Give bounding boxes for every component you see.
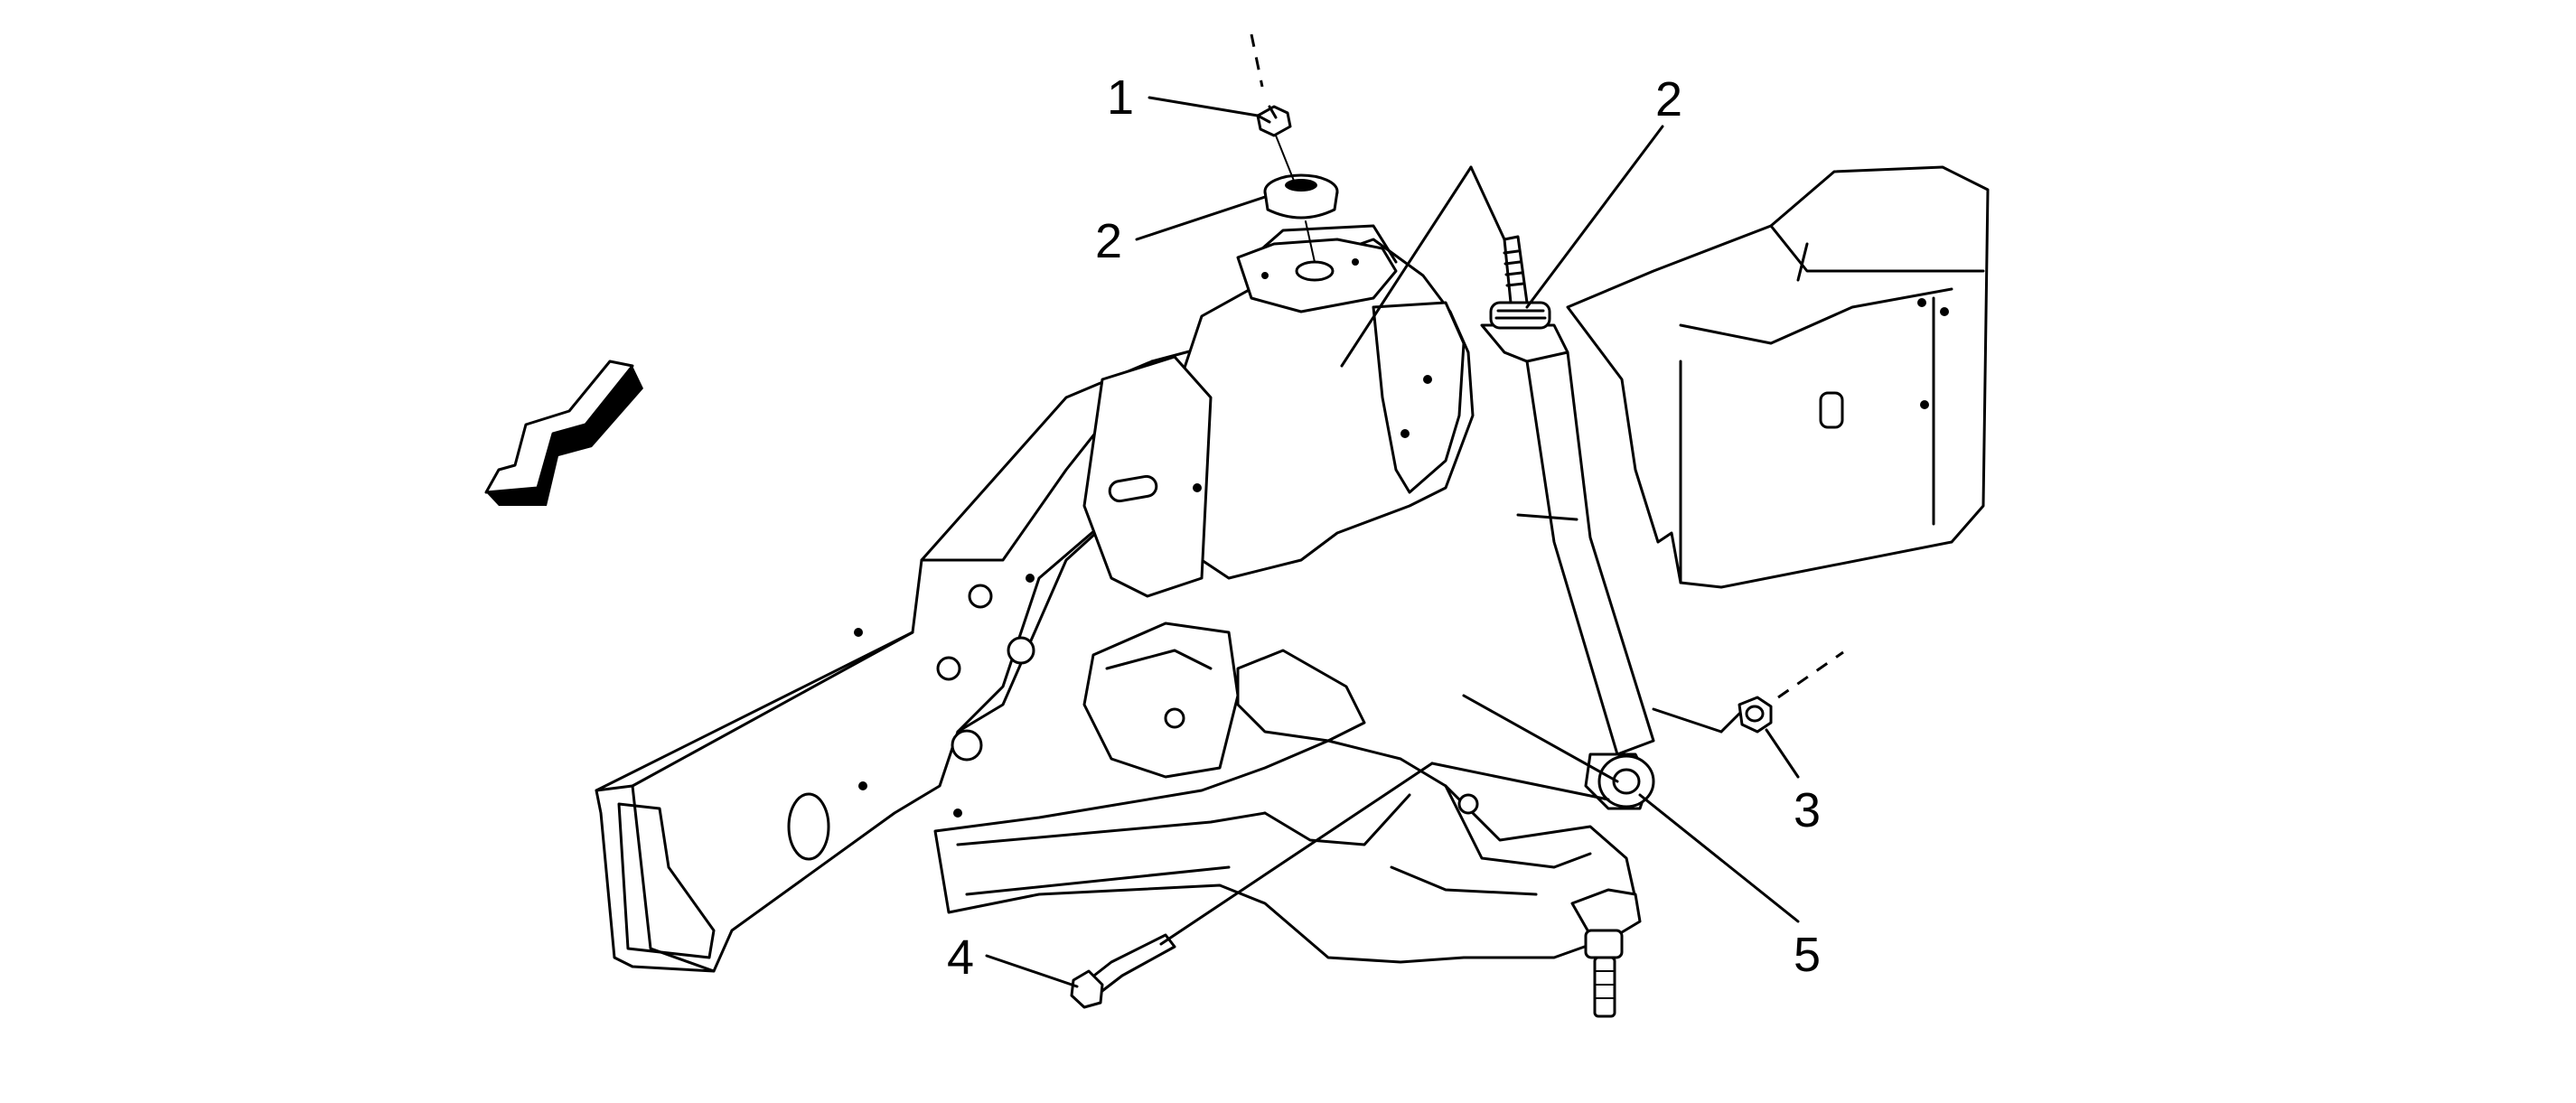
lower-bracket (1082, 622, 1240, 779)
insulator-bushing (1263, 173, 1339, 220)
callout-4: 4 (947, 930, 974, 985)
upper-bracket-assembly (1082, 224, 1475, 598)
lower-bolt (1070, 933, 1176, 1009)
callout-2-top: 2 (1655, 72, 1682, 126)
frame-hole (787, 792, 830, 861)
upper-shock-mount (1236, 238, 1398, 313)
front-direction-arrow-icon (484, 360, 643, 506)
upper-nut (1256, 105, 1292, 137)
lower-nut (1738, 696, 1773, 734)
callout-5: 5 (1794, 928, 1821, 982)
callout-2-left: 2 (1095, 214, 1122, 268)
callout-1: 1 (1107, 70, 1134, 125)
frame-rail-right (1566, 165, 1990, 589)
frame-slot (1819, 391, 1844, 429)
lower-control-arm (933, 649, 1637, 964)
callout-leaders (985, 96, 1800, 988)
callout-3: 3 (1794, 783, 1821, 837)
ball-joint (1570, 888, 1642, 1018)
assembly-lines (1159, 33, 1844, 946)
